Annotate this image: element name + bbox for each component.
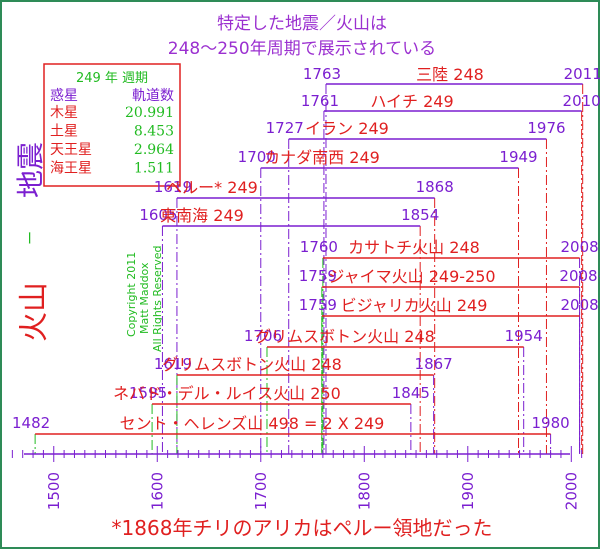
copyright-block: Copyright 2011 Matt Maddox All Rights Re… [125, 245, 164, 352]
x-axis-tick-label: 1900 [459, 472, 477, 510]
series-name-label: ジャイマ火山 249-250 [328, 267, 495, 286]
volcano-side-label: 火山 [17, 282, 52, 342]
series-start-label: 1605 [139, 206, 177, 224]
series-end-label: 2008 [560, 238, 598, 256]
legend-box [43, 63, 181, 187]
series-start-label: 1763 [303, 65, 341, 83]
copyright-line-3: All Rights Reserved [151, 245, 164, 352]
series-start-label: 1759 [299, 296, 337, 314]
legend-title: 249 年 週期 [76, 71, 148, 86]
title-group: 特定した地震／火山は 248～250年周期で展示されている [168, 14, 436, 59]
copyright-line-1: Copyright 2011 [125, 252, 138, 337]
series-start-label: 1482 [12, 414, 50, 432]
series-end-label: 1868 [416, 178, 454, 196]
legend-value: 20.991 [125, 105, 174, 121]
series-name-label: イラン 249 [305, 119, 389, 138]
x-axis: 1500 1600 1700 1800 1900 2000 [11, 446, 583, 510]
series-name-label: 三陸 248 [416, 65, 484, 84]
x-axis-tick-label: 1600 [148, 472, 166, 510]
copyright-line-2: Matt Maddox [138, 262, 151, 334]
series-end-label: 1949 [499, 148, 537, 166]
series-end-label: 1854 [401, 206, 439, 224]
series-start-label: 1619 [154, 178, 192, 196]
series-name-label: カサトチ火山 248 [348, 238, 480, 257]
legend-header-planet: 惑星 [50, 88, 78, 104]
footer-note: *1868年チリのアリカはペルー領地だった [112, 516, 493, 540]
legend-value: 8.453 [134, 124, 174, 140]
series-start-label: 1759 [299, 267, 337, 285]
x-axis-tick-label: 1500 [45, 472, 63, 510]
series-start-label: 1727 [266, 119, 304, 137]
series-name-label: ネバド・デル・ルイス火山 250 [113, 384, 341, 403]
series-name-label: グリムスボトン火山 248 [255, 327, 435, 346]
series-name-label: 東南海 249 [160, 206, 244, 225]
legend-planet: 海王星 [50, 161, 92, 177]
x-axis-tick-label: 1800 [355, 472, 373, 510]
series-name-label: カナダ南西 249 [264, 148, 380, 167]
series-start-label: 1761 [301, 92, 339, 110]
earthquake-side-label: 地震 [14, 142, 47, 198]
x-axis-tick-label: 1700 [252, 472, 270, 510]
side-labels: 地震 ー 火山 [14, 142, 52, 342]
planet-legend: 249 年 週期 惑星 軌道数 木星 20.991 土星 8.453 天王星 2.964 海… [43, 63, 181, 187]
series-end-label: 1954 [505, 327, 543, 345]
chart-title-line-2: 248～250年周期で展示されている [168, 39, 436, 59]
series-end-label: 2010 [563, 92, 600, 110]
series-start-label: 1700 [238, 148, 276, 166]
legend-value: 1.511 [134, 161, 174, 177]
chart-title-line-1: 特定した地震／火山は [217, 14, 387, 34]
series-end-label: 1976 [527, 119, 565, 137]
series-start-label: 1619 [154, 355, 192, 373]
x-axis-tick-label: 2000 [562, 472, 580, 510]
series-name-label: ペルー* 249 [166, 178, 258, 197]
series-name-label: ハイチ 249 [370, 92, 453, 111]
legend-planet: 木星 [50, 105, 78, 121]
legend-value: 2.964 [134, 142, 174, 158]
legend-planet: 天王星 [50, 142, 92, 158]
series-end-label: 2008 [560, 296, 598, 314]
series-name-label: ビジャリカ火山 249 [341, 296, 488, 315]
series-start-label: 1760 [300, 238, 338, 256]
series-end-label: 1980 [532, 414, 570, 432]
series-name-label: セント・ヘレンズ山 498 = 2 X 249 [120, 414, 385, 433]
legend-planet: 土星 [50, 124, 78, 140]
series-end-label: 1867 [415, 355, 453, 373]
series-start-label: 1706 [244, 327, 282, 345]
series-start-label: 1595 [129, 384, 167, 402]
series-end-label: 1845 [392, 384, 430, 402]
side-divider-mark: ー [20, 231, 36, 245]
series-group: 1763 2011 三陸 248 1761 2010 ハイチ 249 1727 1976 イラン… [12, 65, 600, 454]
series-end-label: 2011 [564, 65, 600, 83]
legend-header-orbits: 軌道数 [132, 88, 174, 104]
series-end-label: 2008+9 [559, 267, 600, 285]
series-name-label: グリムスボトン火山 248 [162, 355, 342, 374]
